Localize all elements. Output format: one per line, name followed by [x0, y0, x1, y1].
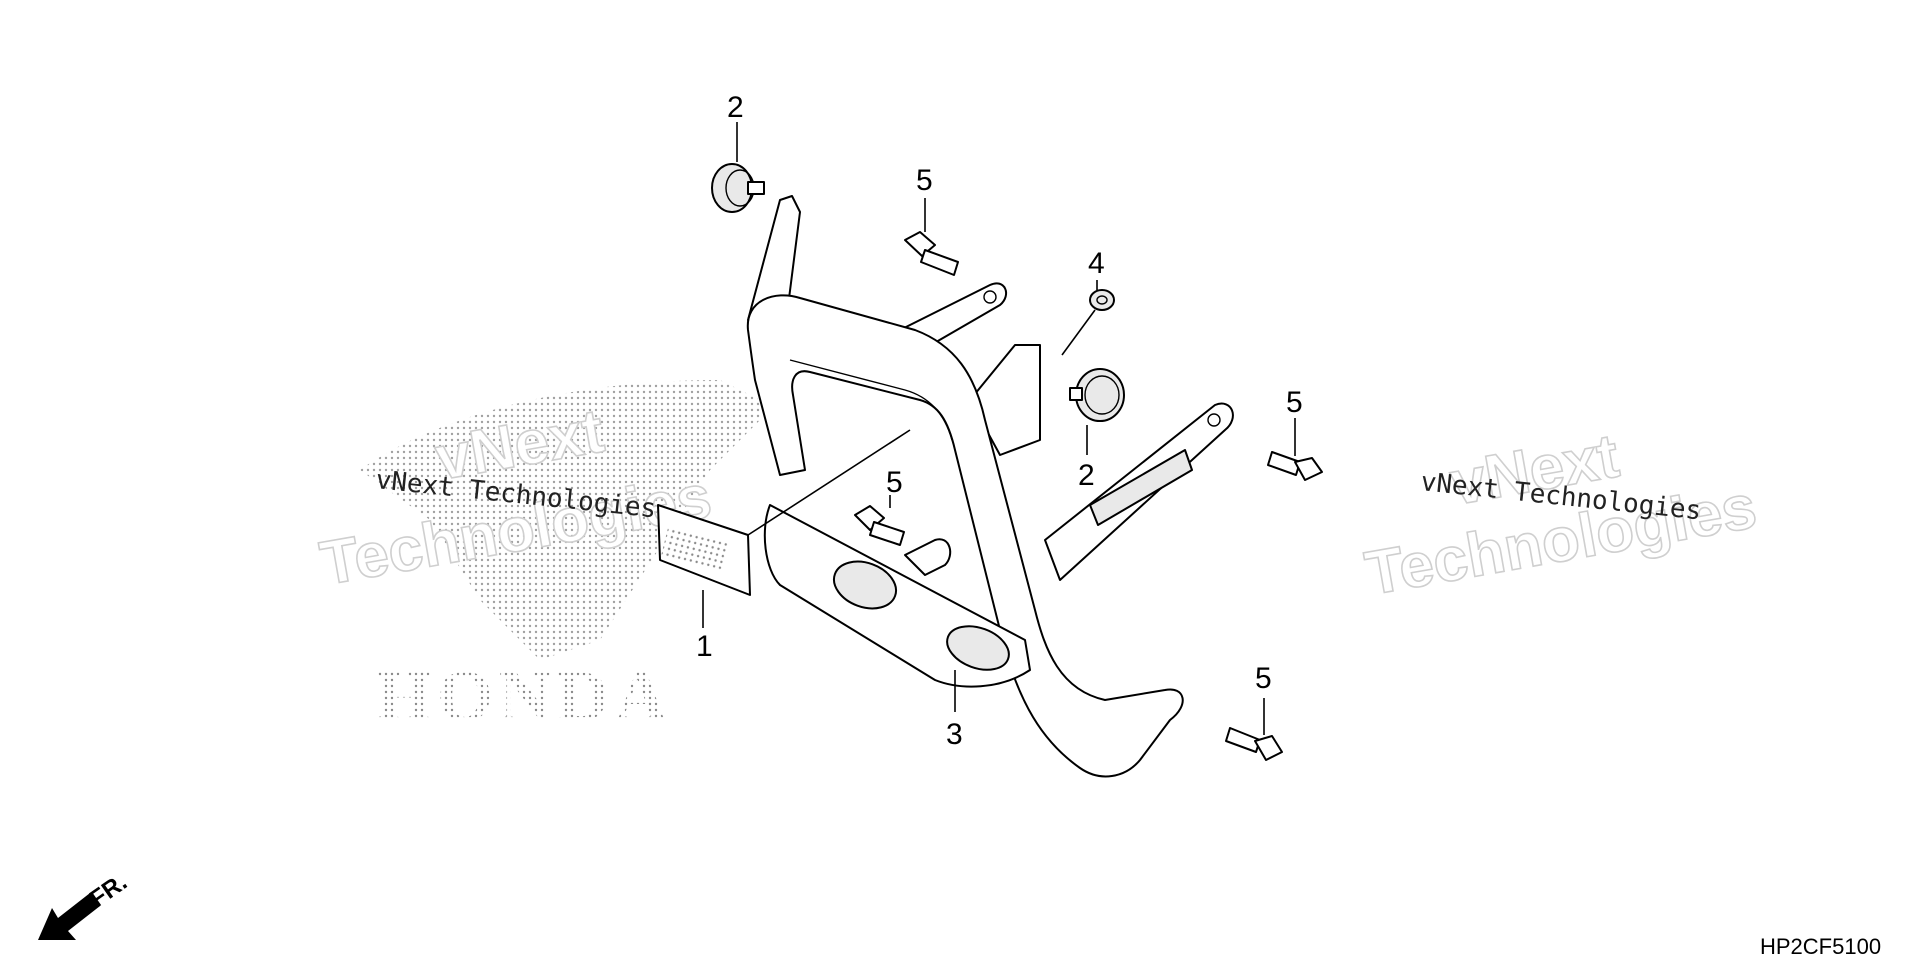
- bolt-top: [904, 231, 959, 276]
- reflector: [657, 429, 911, 596]
- callout-bolt-middle: 5: [886, 466, 903, 499]
- callout-bolt-bottom: 5: [1255, 662, 1272, 695]
- diagram-part-code: HP2CF5100: [1760, 934, 1881, 959]
- honda-logo: HONDA: [360, 380, 760, 736]
- bolt-middle: [854, 505, 905, 546]
- skid-plate-tab: [904, 538, 952, 576]
- front-guard: [746, 195, 1234, 778]
- callout-grommet-top: 2: [727, 91, 744, 124]
- callout-front-guard: 3: [946, 718, 963, 751]
- lower-support-bracket: [1089, 449, 1193, 526]
- guard-frame-tube: [746, 294, 1184, 778]
- honda-logo-text: HONDA: [375, 656, 673, 736]
- honda-wing-icon: [360, 380, 760, 660]
- callout-grommet-right: 2: [1078, 459, 1095, 492]
- watermark-right: vNext Technologies vNext Technologies: [1360, 421, 1763, 610]
- front-arrow-icon: [38, 893, 100, 940]
- bolt-right: [1267, 451, 1323, 481]
- nut: [1061, 289, 1115, 356]
- guard-frame-inner-edge: [789, 359, 953, 441]
- grommet-right: [1069, 368, 1125, 422]
- grommet-top: [711, 163, 765, 213]
- callout-reflector: 1: [696, 630, 713, 663]
- callout-bolt-top: 5: [916, 164, 933, 197]
- front-direction-indicator: FR.: [38, 869, 132, 940]
- skid-plate-hole-left: [833, 560, 897, 610]
- bolt-bottom: [1225, 727, 1283, 761]
- skid-plate-hole-right: [946, 625, 1010, 671]
- callout-bolt-right: 5: [1286, 386, 1303, 419]
- callout-nut: 4: [1088, 247, 1105, 280]
